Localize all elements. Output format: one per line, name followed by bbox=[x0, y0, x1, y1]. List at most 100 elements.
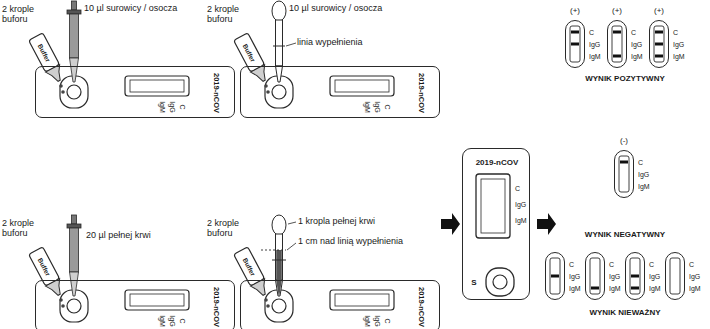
sample-well bbox=[486, 268, 514, 296]
device-name: 2019-nCOV bbox=[476, 159, 519, 168]
buffer-drop bbox=[266, 90, 270, 94]
line-label: IgG bbox=[569, 273, 580, 281]
instruction-note: 10 µl surowicy / osocza bbox=[289, 3, 382, 13]
dropper bbox=[276, 234, 283, 280]
leader-line bbox=[287, 243, 296, 250]
result-window bbox=[670, 258, 680, 294]
buffer-bottle bbox=[251, 279, 272, 299]
pipette-tip bbox=[70, 58, 79, 82]
result-band bbox=[571, 31, 579, 34]
dropper-bulb bbox=[272, 1, 286, 21]
result-band bbox=[655, 31, 663, 34]
device-name: 2019-nCOV bbox=[212, 287, 220, 327]
line-label: IgM bbox=[649, 285, 661, 293]
buffer-drop bbox=[264, 298, 268, 302]
result-sign: (-) bbox=[620, 136, 628, 145]
result-caption: WYNIK NEGATYWNY bbox=[585, 230, 665, 239]
pipette bbox=[67, 10, 81, 14]
result-window bbox=[481, 179, 505, 233]
result-cassette: CIgGIgM bbox=[614, 150, 634, 198]
result-sign: (+) bbox=[654, 6, 664, 15]
line-label: C bbox=[589, 29, 594, 37]
result-band bbox=[591, 287, 599, 290]
blood-fill bbox=[276, 250, 282, 280]
result-window bbox=[125, 290, 189, 310]
result-cassette: CIgGIgM bbox=[607, 20, 627, 68]
sample-well bbox=[67, 299, 81, 313]
result-window bbox=[476, 174, 510, 238]
line-label: IgM bbox=[689, 285, 701, 293]
result-window bbox=[630, 258, 640, 294]
dropper-bulb bbox=[272, 215, 286, 235]
line-label: C bbox=[609, 261, 614, 269]
buffer-drop bbox=[61, 90, 65, 94]
line-label: C bbox=[178, 104, 186, 109]
test-cassette: 2019-nCOVCIgGIgMS bbox=[462, 148, 530, 300]
result-window bbox=[612, 26, 622, 62]
line-label: C bbox=[569, 261, 574, 269]
line-label: C bbox=[178, 318, 186, 323]
buffer-drop bbox=[59, 298, 63, 302]
result-window bbox=[590, 258, 600, 294]
line-label: IgM bbox=[609, 285, 621, 293]
instruction-note: 2 krople buforu bbox=[2, 218, 48, 239]
line-label: IgM bbox=[569, 285, 581, 293]
result-caption: WYNIK POZYTYWNY bbox=[585, 74, 665, 83]
sample-well bbox=[493, 275, 507, 289]
result-cassette: CIgGIgM bbox=[585, 252, 605, 300]
line-label: C bbox=[631, 29, 636, 37]
result-band bbox=[571, 43, 579, 46]
callout-label: linia wypełnienia bbox=[297, 37, 363, 47]
sample-well bbox=[67, 85, 81, 99]
flow-arrow bbox=[441, 213, 460, 235]
line-label: C bbox=[673, 29, 678, 37]
result-sign: (+) bbox=[612, 6, 622, 15]
test-cassette: 2019-nCOVCIgGIgM bbox=[240, 66, 440, 118]
buffer-bottle bbox=[251, 65, 272, 85]
result-window bbox=[335, 294, 389, 306]
line-label: IgG bbox=[589, 41, 600, 49]
instruction-note: 2 krople buforu bbox=[207, 218, 253, 239]
fill-line bbox=[273, 46, 285, 47]
result-band bbox=[620, 161, 628, 164]
pipette bbox=[67, 224, 81, 228]
line-label: IgG bbox=[168, 101, 176, 112]
sample-well bbox=[272, 299, 286, 313]
test-cassette: 2019-nCOVCIgGIgM bbox=[35, 280, 235, 329]
buffer-bottle bbox=[46, 65, 67, 85]
line-label: IgM bbox=[158, 315, 166, 327]
result-cassette: CIgGIgM bbox=[545, 252, 565, 300]
line-label: IgM bbox=[631, 53, 643, 61]
line-label: C bbox=[689, 261, 694, 269]
line-label: IgG bbox=[373, 315, 381, 326]
line-label: IgG bbox=[638, 171, 649, 179]
result-sign: (+) bbox=[570, 6, 580, 15]
buffer-bottle bbox=[46, 279, 67, 299]
instruction-note: 20 µl pełnej krwi bbox=[86, 230, 151, 240]
buffer-drop bbox=[61, 304, 65, 308]
line-label: IgM bbox=[363, 315, 371, 327]
line-label: C bbox=[649, 261, 654, 269]
line-label: IgG bbox=[631, 41, 642, 49]
line-label: IgM bbox=[673, 53, 685, 61]
result-band bbox=[551, 275, 559, 278]
instruction-note: 10 µl surowicy / osocza bbox=[84, 3, 177, 13]
buffer-drop bbox=[264, 84, 268, 88]
instruction-note: 2 krople buforu bbox=[207, 4, 253, 25]
buffer-drop bbox=[59, 84, 63, 88]
line-label: C bbox=[515, 185, 520, 193]
result-band bbox=[613, 31, 621, 34]
pipette-tip bbox=[70, 272, 79, 296]
result-window bbox=[550, 258, 560, 294]
result-window bbox=[330, 290, 394, 310]
test-cassette: 2019-nCOVCIgGIgM bbox=[35, 66, 235, 118]
result-window bbox=[125, 76, 189, 96]
line-label: IgG bbox=[373, 101, 381, 112]
result-cassette: CIgGIgM bbox=[665, 252, 685, 300]
result-window bbox=[335, 80, 389, 92]
leader-line bbox=[286, 43, 296, 46]
line-label: IgM bbox=[158, 101, 166, 113]
device-name: 2019-nCOV bbox=[417, 287, 425, 327]
line-label: IgG bbox=[649, 273, 660, 281]
